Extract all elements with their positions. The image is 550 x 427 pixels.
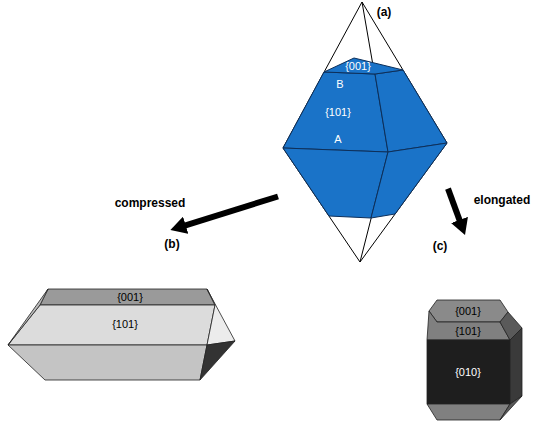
- edge-letter: B: [336, 78, 343, 91]
- panel-letter: (c): [433, 239, 448, 253]
- process-arrow: [448, 189, 462, 226]
- face-index: {010}: [455, 366, 481, 379]
- bipyramid-outline: [283, 2, 447, 262]
- face-index: {101}: [455, 325, 481, 338]
- edge-label: compressed: [113, 196, 188, 210]
- edge-letter: A: [334, 133, 341, 146]
- face-index: {001}: [345, 60, 371, 73]
- crystal-c: (c) {001} {101} {010}: [425, 235, 525, 425]
- panel-letter: (a): [377, 5, 392, 19]
- face-index: {101}: [325, 106, 351, 119]
- elongated-crystal: [427, 300, 522, 420]
- edge-label: elongated: [472, 193, 533, 207]
- face-index: {001}: [455, 305, 481, 318]
- compressed-crystal: [8, 289, 235, 380]
- panel-letter: (b): [164, 237, 179, 251]
- crystal-a: (a) {001}B {101} A: [278, 0, 448, 262]
- face-index: {001}: [117, 291, 143, 304]
- face-index: {101}: [112, 318, 138, 331]
- crystal-b: (b) {001} {101}: [0, 230, 240, 385]
- truncated-crystal: [283, 58, 447, 218]
- process-arrow: [180, 197, 278, 228]
